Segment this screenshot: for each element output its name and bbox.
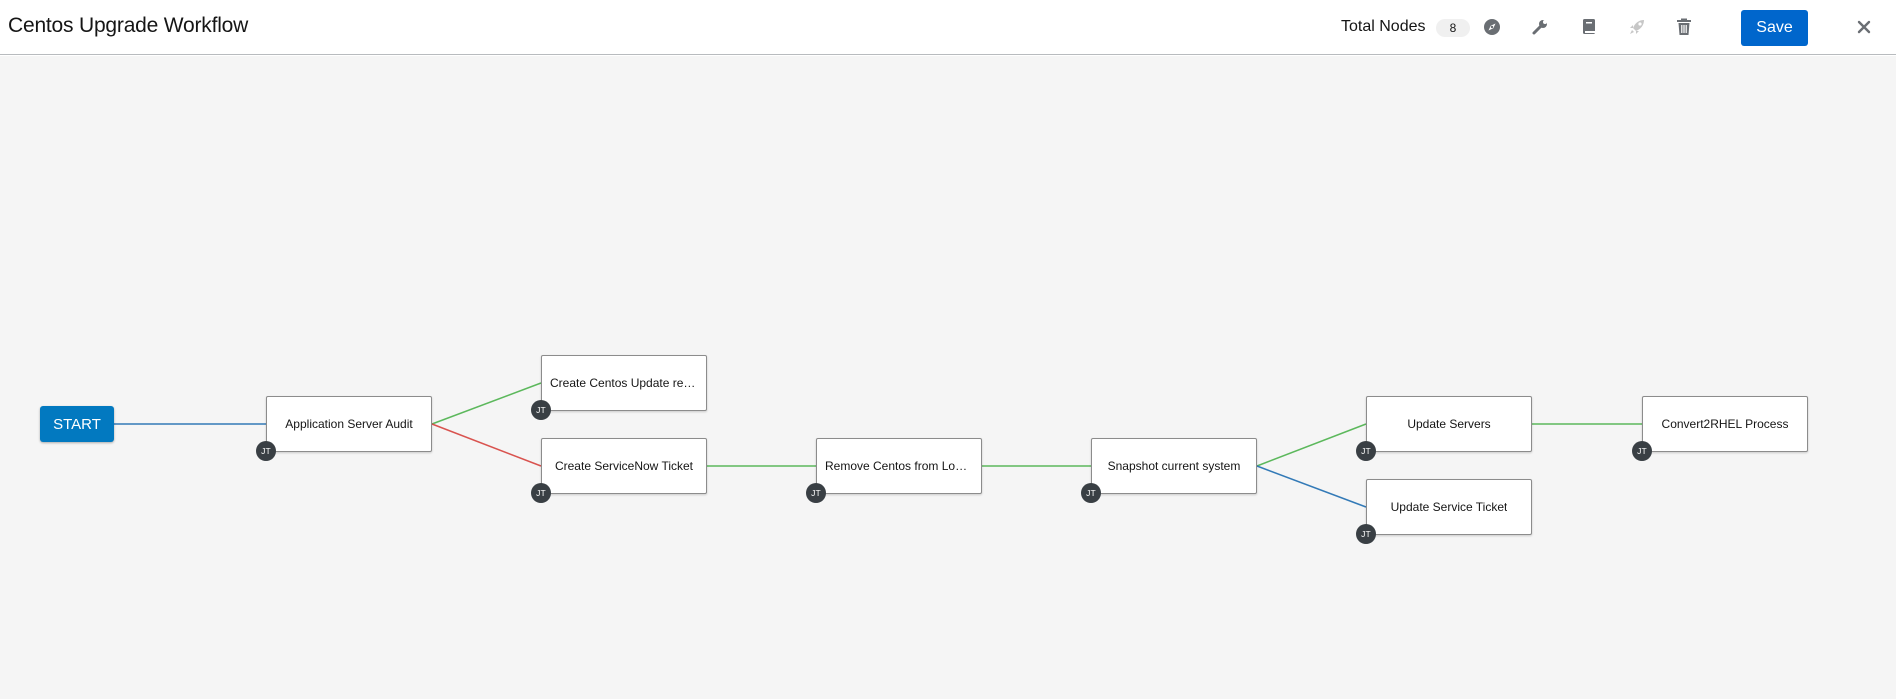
rocket-icon[interactable] — [1624, 14, 1650, 40]
job-template-badge: JT — [806, 483, 826, 503]
page-title: Centos Upgrade Workflow — [8, 14, 249, 37]
link-audit-to-servicenow[interactable] — [431, 423, 542, 467]
job-template-badge: JT — [1081, 483, 1101, 503]
workflow-links — [114, 382, 1642, 508]
workflow-node[interactable]: Remove Centos from Load Balancer — [816, 438, 982, 494]
workflow-node[interactable]: Application Server Audit — [266, 396, 432, 452]
workflow-node[interactable]: Update Servers — [1366, 396, 1532, 452]
job-template-badge: JT — [1356, 524, 1376, 544]
node-label: Snapshot current system — [1107, 459, 1241, 473]
link-audit-to-update-request[interactable] — [431, 382, 542, 425]
close-icon[interactable] — [1853, 14, 1875, 40]
workflow-node[interactable]: Convert2RHEL Process — [1642, 396, 1808, 452]
job-template-badge: JT — [256, 441, 276, 461]
workflow-node[interactable]: Create ServiceNow Ticket — [541, 438, 707, 494]
workflow-header: Centos Upgrade Workflow Total Nodes 8 — [0, 0, 1896, 55]
workflow-canvas[interactable]: START — [0, 56, 1896, 699]
wrench-icon[interactable] — [1527, 14, 1553, 40]
trash-icon[interactable] — [1671, 14, 1697, 40]
job-template-badge: JT — [1632, 441, 1652, 461]
start-node[interactable]: START — [40, 406, 114, 442]
node-label: Convert2RHEL Process — [1661, 417, 1789, 431]
workflow-node[interactable]: Create Centos Update request — [541, 355, 707, 411]
node-label: Update Servers — [1407, 417, 1491, 431]
node-label: Remove Centos from Load Balancer — [825, 459, 973, 473]
total-nodes-label: Total Nodes — [1341, 18, 1426, 35]
compass-icon[interactable] — [1479, 14, 1505, 40]
node-label: Create Centos Update request — [550, 376, 698, 390]
node-label: Update Service Ticket — [1390, 500, 1508, 514]
workflow-node[interactable]: Snapshot current system — [1091, 438, 1257, 494]
workflow-node[interactable]: Update Service Ticket — [1366, 479, 1532, 535]
node-label: Create ServiceNow Ticket — [554, 459, 694, 473]
job-template-badge: JT — [1356, 441, 1376, 461]
node-label: Application Server Audit — [285, 417, 413, 431]
book-icon[interactable] — [1576, 14, 1602, 40]
job-template-badge: JT — [531, 483, 551, 503]
total-nodes-badge: 8 — [1436, 19, 1470, 37]
save-button[interactable]: Save — [1741, 10, 1808, 46]
job-template-badge: JT — [531, 400, 551, 420]
link-snapshot-to-update-servers[interactable] — [1256, 423, 1367, 467]
link-snapshot-to-service-ticket[interactable] — [1256, 465, 1367, 508]
